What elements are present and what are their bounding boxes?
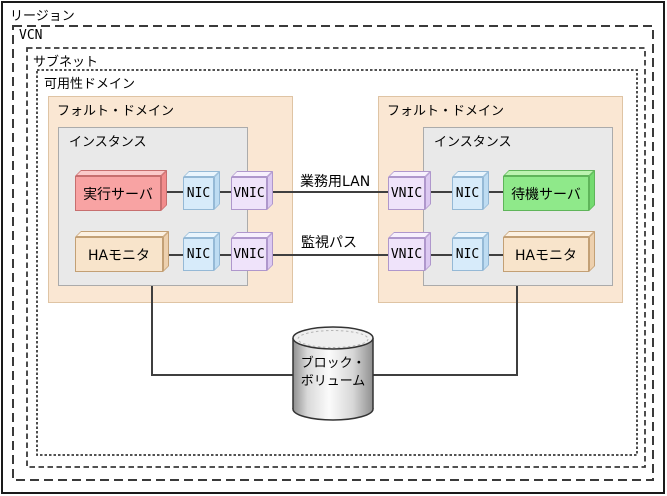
subnet-label: サブネット — [33, 55, 99, 70]
standby-server-label: 待機サーバ — [503, 176, 589, 211]
nic-left-1-label: NIC — [183, 177, 214, 210]
nic-right-2-node: NIC — [452, 232, 489, 271]
ha-monitor-right-label: HAモニタ — [503, 237, 589, 272]
ha-monitor-left-node: HAモニタ — [75, 231, 169, 272]
fault-domain-left-label: フォルト・ドメイン — [57, 104, 175, 119]
nic-side-bevel — [214, 232, 220, 271]
vnic-left-2-label: VNIC — [231, 238, 267, 271]
vnic-side-bevel — [267, 232, 273, 271]
vnic-left-1-node: VNIC — [231, 171, 273, 210]
vcn-label: VCN — [19, 28, 43, 43]
nic-left-1-node: NIC — [183, 171, 220, 210]
vnic-left-1-label: VNIC — [231, 177, 267, 210]
nic-left-2-label: NIC — [183, 238, 214, 271]
ha-monitor-left-label: HAモニタ — [75, 237, 163, 272]
monitoring-path-label: 監視パス — [301, 235, 357, 251]
nic-right-1-label: NIC — [452, 177, 483, 210]
ha-monitor-right-node: HAモニタ — [503, 231, 595, 272]
instance-right-label: インスタンス — [434, 135, 512, 150]
exec-server-node: 実行サーバ — [75, 170, 167, 211]
business-lan-label: 業務用LAN — [300, 174, 371, 190]
block-volume-label-line1: ブロック・ — [300, 356, 366, 371]
instance-left-label: インスタンス — [69, 135, 147, 150]
nic-side-bevel — [214, 171, 220, 210]
block-volume-label: ブロック・ ボリューム — [293, 355, 373, 391]
block-volume-label-line2: ボリューム — [300, 374, 366, 389]
standby-server-side-bevel — [589, 170, 595, 211]
nic-side-bevel — [483, 232, 489, 271]
nic-left-2-node: NIC — [183, 232, 220, 271]
nic-right-2-label: NIC — [452, 238, 483, 271]
fault-domain-right-label: フォルト・ドメイン — [387, 104, 505, 119]
vnic-side-bevel — [425, 171, 431, 210]
vnic-right-1-node: VNIC — [388, 171, 431, 210]
ha-monitor-side-bevel — [589, 231, 595, 272]
vnic-side-bevel — [267, 171, 273, 210]
ha-monitor-side-bevel — [163, 231, 169, 272]
vnic-right-1-label: VNIC — [388, 177, 425, 210]
vnic-left-2-node: VNIC — [231, 232, 273, 271]
standby-server-node: 待機サーバ — [503, 170, 595, 211]
exec-server-side-bevel — [161, 170, 167, 211]
vnic-side-bevel — [425, 232, 431, 271]
vnic-right-2-node: VNIC — [388, 232, 431, 271]
exec-server-label: 実行サーバ — [75, 176, 161, 211]
nic-side-bevel — [483, 171, 489, 210]
availability-domain-label: 可用性ドメイン — [44, 77, 136, 92]
vnic-right-2-label: VNIC — [388, 238, 425, 271]
region-label: リージョン — [10, 9, 75, 24]
nic-right-1-node: NIC — [452, 171, 489, 210]
